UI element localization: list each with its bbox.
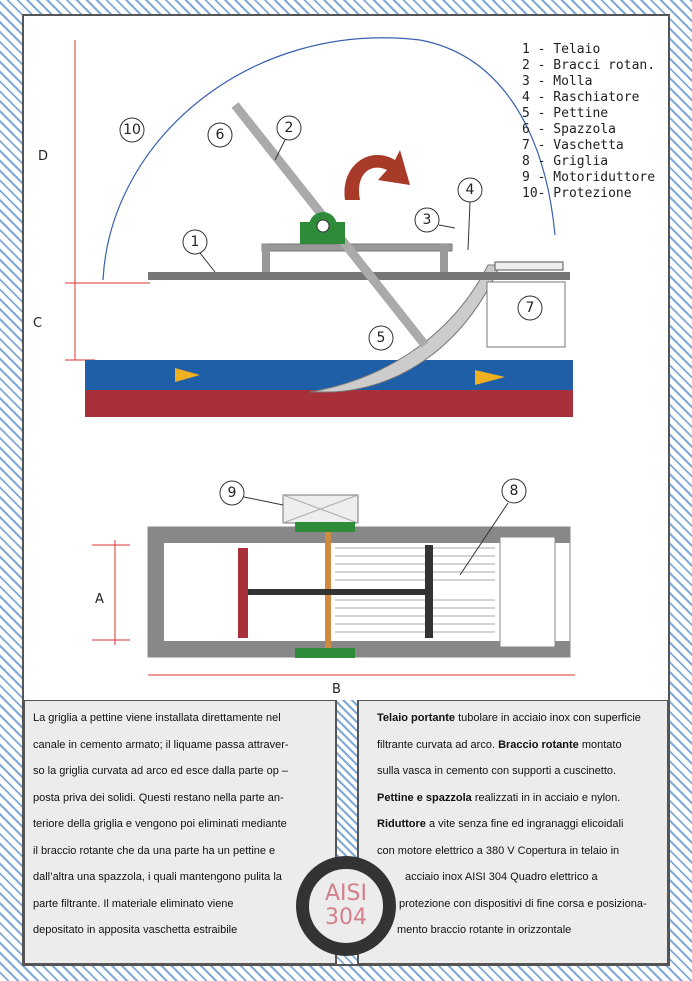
protection-cover-arc bbox=[102, 37, 556, 281]
svg-text:2: 2 bbox=[285, 120, 294, 136]
brush bbox=[238, 548, 248, 638]
callouts: 1 2 3 4 5 6 7 10 bbox=[119, 115, 543, 351]
dimension-c-label: C bbox=[33, 316, 42, 331]
svg-text:4 - Raschiatore: 4 - Raschiatore bbox=[522, 90, 640, 105]
concrete-channel bbox=[85, 390, 573, 417]
flow-arrow-icon bbox=[175, 368, 200, 382]
svg-text:5 - Pettine: 5 - Pettine bbox=[522, 106, 608, 121]
flow-arrow-icon bbox=[475, 370, 505, 385]
svg-text:10- Protezione: 10- Protezione bbox=[522, 186, 632, 201]
svg-text:10: 10 bbox=[123, 122, 141, 138]
svg-text:7 - Vaschetta: 7 - Vaschetta bbox=[522, 138, 624, 153]
legend: 1 - Telaio 2 - Bracci rotan. 3 - Molla 4… bbox=[522, 42, 655, 201]
svg-text:7: 7 bbox=[526, 300, 535, 316]
rotation-arrow-icon bbox=[344, 150, 410, 200]
water-channel bbox=[85, 360, 573, 390]
svg-text:6: 6 bbox=[216, 127, 225, 143]
svg-text:9 - Motoriduttore: 9 - Motoriduttore bbox=[522, 170, 655, 185]
specifications-panel: Telaio portante tubolare in acciaio inox… bbox=[358, 700, 668, 964]
frame bbox=[148, 272, 570, 280]
svg-text:6 - Spazzola: 6 - Spazzola bbox=[522, 122, 616, 137]
svg-text:8 - Griglia: 8 - Griglia bbox=[522, 154, 608, 169]
svg-text:3 - Molla: 3 - Molla bbox=[522, 74, 592, 89]
svg-text:1 - Telaio: 1 - Telaio bbox=[522, 42, 600, 57]
side-view: D C 1 2 3 4 5 6 7 10 bbox=[33, 37, 573, 417]
comb bbox=[425, 545, 433, 638]
svg-text:9: 9 bbox=[228, 485, 237, 501]
dimension-b-label: B bbox=[332, 682, 341, 697]
svg-text:3: 3 bbox=[423, 212, 432, 228]
dimension-d-label: D bbox=[38, 149, 48, 164]
svg-text:5: 5 bbox=[377, 330, 386, 346]
plan-view: A B 9 8 bbox=[92, 478, 575, 697]
svg-text:1: 1 bbox=[191, 234, 200, 250]
svg-text:2 - Bracci rotan.: 2 - Bracci rotan. bbox=[522, 58, 655, 73]
description-panel: La griglia a pettine viene installata di… bbox=[24, 700, 336, 964]
svg-text:4: 4 bbox=[466, 182, 475, 198]
svg-text:8: 8 bbox=[510, 483, 519, 499]
dimension-a-label: A bbox=[95, 592, 104, 607]
